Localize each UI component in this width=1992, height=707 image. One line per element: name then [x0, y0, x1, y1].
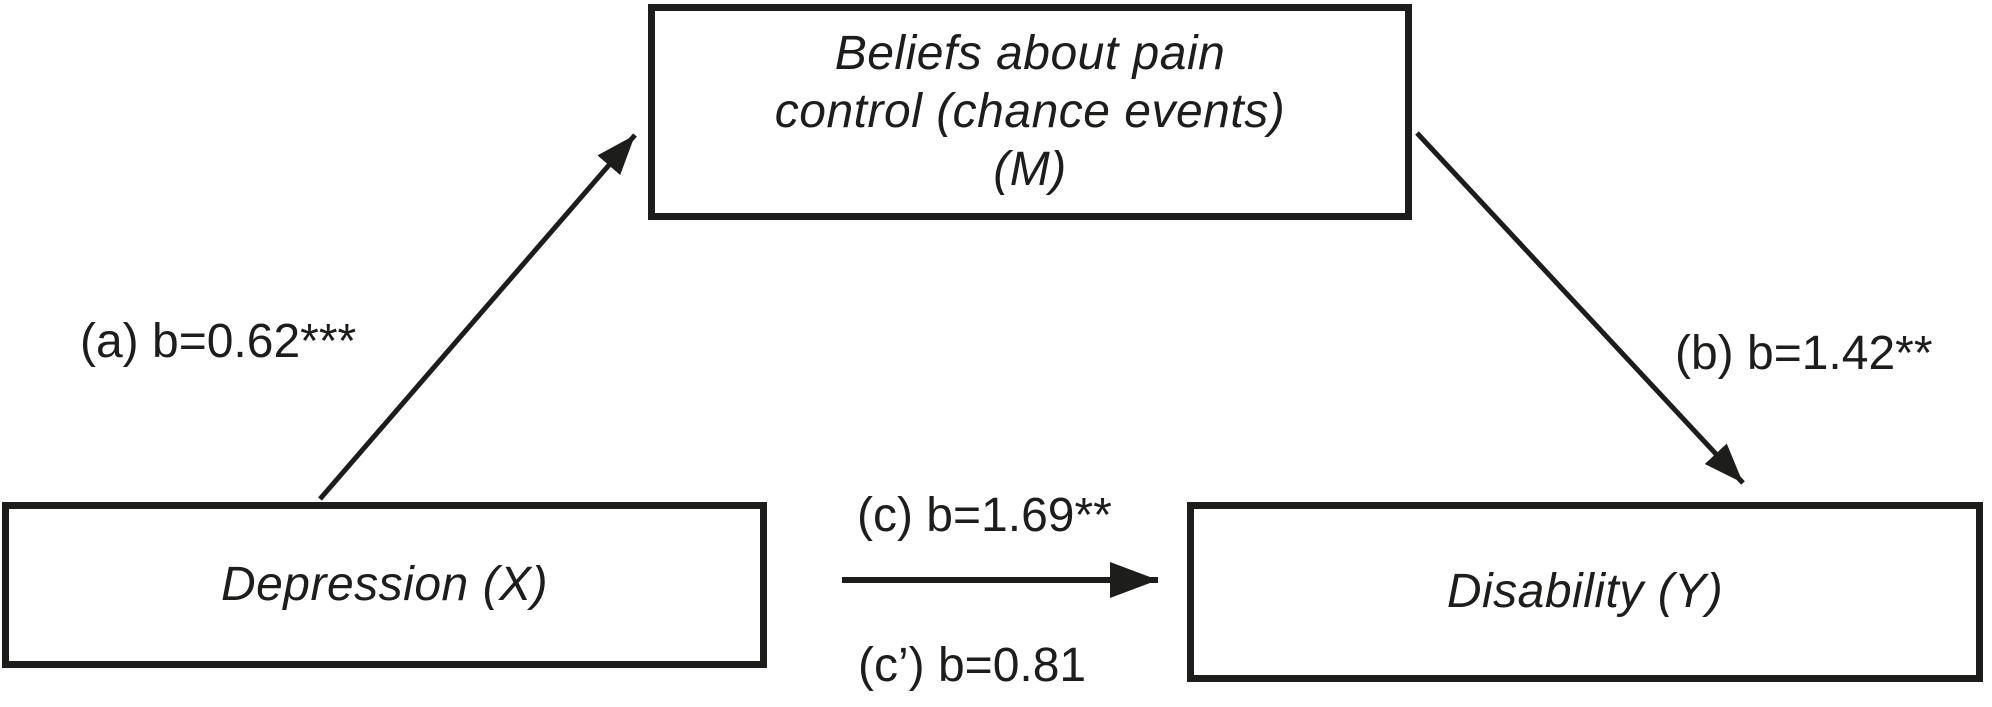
path-c-coefficient-label: (c) b=1.69**	[857, 489, 1112, 542]
node-predictor-label: Depression (X)	[220, 558, 549, 611]
node-outcome-box: Disability (Y)	[1187, 502, 1983, 682]
node-mediator-box: Beliefs about pain control (chance event…	[648, 4, 1412, 220]
node-outcome-label: Disability (Y)	[1446, 565, 1724, 618]
path-a-arrow	[318, 133, 637, 501]
node-mediator-label: Beliefs about pain control (chance event…	[775, 25, 1285, 199]
path-b-arrow	[1415, 131, 1745, 485]
node-predictor-box: Depression (X)	[2, 502, 767, 668]
node-mediator-label-line3: (M)	[993, 143, 1067, 196]
node-mediator-label-line2: control (chance events)	[774, 85, 1286, 138]
node-mediator-label-line1: Beliefs about pain	[834, 27, 1226, 80]
path-a-coefficient-label: (a) b=0.62***	[80, 315, 357, 368]
path-c-prime-coefficient-label: (c’) b=0.81	[858, 639, 1087, 692]
path-b-coefficient-label: (b) b=1.42**	[1675, 327, 1933, 380]
